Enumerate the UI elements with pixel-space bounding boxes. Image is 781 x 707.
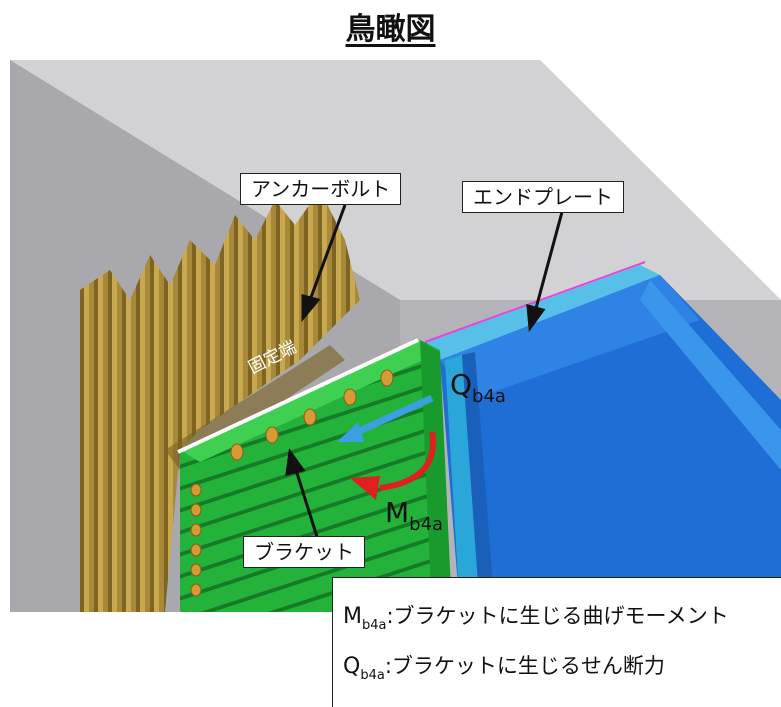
bracket-leader-head bbox=[285, 448, 306, 476]
legend-shear-text: :ブラケットに生じるせん断力 bbox=[384, 654, 665, 678]
anchor-bolt-leader bbox=[308, 204, 347, 301]
legend-row-shear: Qb4a:ブラケットに生じるせん断力 bbox=[343, 650, 665, 683]
legend-shear-symbol: Q bbox=[343, 654, 361, 679]
diagram-title: 鳥瞰図 bbox=[345, 12, 436, 47]
shear-subscript: b4a bbox=[472, 386, 506, 407]
end-plate-leader-head bbox=[526, 303, 546, 333]
legend-moment-symbol: M bbox=[343, 604, 362, 629]
fixed-end-line bbox=[177, 338, 419, 454]
shear-symbol: Q bbox=[450, 368, 473, 401]
moment-symbol: M bbox=[385, 496, 410, 529]
moment-label: Mb4a bbox=[385, 496, 443, 535]
end-plate-structure bbox=[420, 261, 781, 612]
anchor-bolt-callout: アンカーボルト bbox=[240, 173, 402, 205]
end-plate-callout: エンドプレート bbox=[462, 181, 624, 213]
bracket-callout: ブラケット bbox=[243, 536, 365, 568]
legend-moment-text: :ブラケットに生じる曲げモーメント bbox=[386, 604, 729, 628]
moment-subscript: b4a bbox=[409, 514, 444, 535]
legend-row-moment: Mb4a:ブラケットに生じる曲げモーメント bbox=[343, 600, 729, 633]
bending-moment-arrow bbox=[350, 431, 436, 500]
shear-force-label: Qb4a bbox=[450, 368, 506, 407]
shear-force-arrow bbox=[337, 394, 434, 442]
legend-shear-subscript: b4a bbox=[360, 668, 385, 683]
anchor-bolt-leader-head bbox=[301, 294, 321, 323]
legend-moment-subscript: b4a bbox=[361, 618, 387, 633]
end-plate-leader bbox=[533, 211, 564, 313]
legend-box: Mb4a:ブラケットに生じる曲げモーメント Qb4a:ブラケットに生じるせん断力 bbox=[332, 577, 781, 707]
bracket-leader bbox=[294, 469, 320, 541]
